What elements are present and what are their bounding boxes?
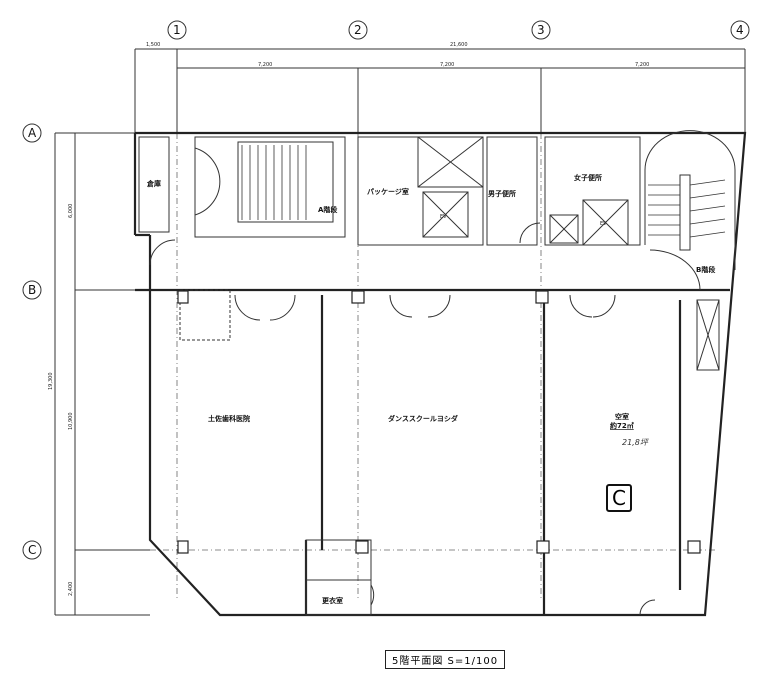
tenant-walls [177, 289, 720, 616]
dim-left-total: 19,300 [48, 373, 54, 391]
dim-top-total: 21,600 [450, 42, 468, 48]
room-stair-b: B階段 [696, 265, 715, 274]
room-dance-school: ダンススクールヨシダ [388, 414, 458, 423]
room-labels: 倉庫 A階段 パッケージ室 男子便所 女子便所 B階段 土佐歯科医院 ダンススク… [146, 173, 715, 605]
vacant-area: 約72㎡ [610, 421, 634, 430]
dim-left-1: 6,000 [68, 204, 74, 218]
room-changing: 更衣室 [322, 596, 343, 605]
ev-label-2: EV [600, 221, 607, 227]
dim-span-1: 7,200 [258, 62, 272, 68]
room-stair-a: A階段 [318, 205, 337, 214]
column-4-label: 4 [736, 23, 744, 37]
drawing-title: 5階平面図 S=1/100 [385, 650, 506, 669]
row-markers: A B C [22, 123, 42, 560]
dim-span-2: 7,200 [440, 62, 454, 68]
outer-walls [133, 131, 747, 617]
column-markers: 1 2 3 4 [167, 20, 750, 40]
room-vacant: 空室 [615, 412, 629, 421]
column-3-label: 3 [537, 23, 545, 37]
room-mens-wc: 男子便所 [488, 189, 516, 198]
dim-left-2: 10,900 [68, 413, 74, 431]
row-a-label: A [28, 126, 37, 140]
room-storage: 倉庫 [146, 179, 161, 188]
column-1-label: 1 [173, 23, 181, 37]
dim-top-left: 1,500 [146, 42, 160, 48]
vacant-handwritten-note: 21,8坪 [622, 438, 650, 447]
row-c-label: C [28, 543, 36, 557]
room-dental-clinic: 土佐歯科医院 [208, 414, 250, 423]
dim-left-3: 2,400 [68, 582, 74, 596]
dim-span-3: 7,200 [635, 62, 649, 68]
unit-c-stamp: C [606, 484, 632, 512]
grid-lines [150, 133, 730, 600]
dimension-lines: 1,500 21,600 7,200 7,200 7,200 19,300 6,… [48, 42, 746, 616]
row-b-label: B [28, 283, 36, 297]
room-package: パッケージ室 [367, 187, 409, 196]
room-womens-wc: 女子便所 [574, 173, 602, 182]
core-walls: EV EV [135, 130, 736, 292]
ev-label-1: EV [440, 214, 447, 220]
column-2-label: 2 [354, 23, 362, 37]
